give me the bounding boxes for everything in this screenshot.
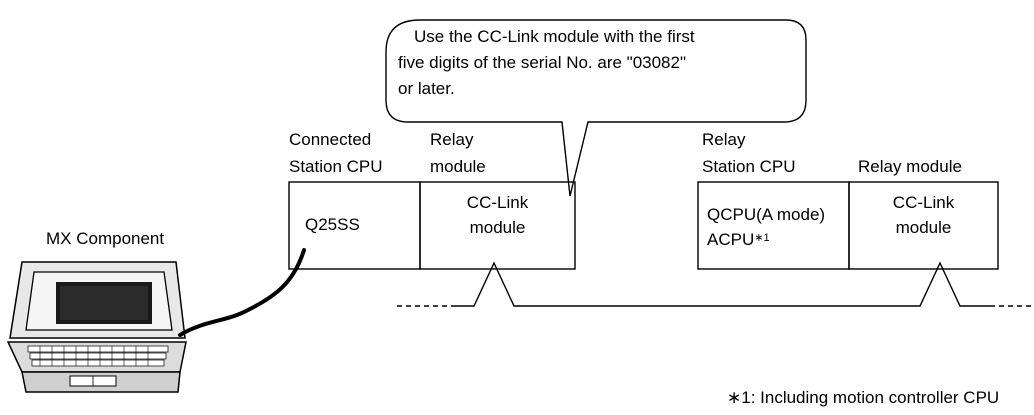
connected-station-header-1: Connected [289,130,372,149]
footnote-mark: ∗1 [754,232,770,244]
relay-module-left-header-2: module [430,157,486,176]
connected-station-header-2: Station CPU [289,157,383,176]
relay-station-cpu-line1: QCPU(A mode) [707,205,826,224]
callout-text-line1: Use the CC-Link module with the first [414,27,695,46]
footnote: ∗1: Including motion controller CPU [727,388,1000,407]
relay-station-cpu-box [697,181,850,270]
laptop-icon [6,261,187,393]
relay-station-cpu-line2-text: ACPU [707,230,755,249]
relay-module-left-header-1: Relay [430,130,474,149]
relay-module-right-body-2: module [895,218,952,237]
mx-component-label: MX Component [46,229,165,248]
connected-station-cpu-label: Q25SS [305,215,360,234]
relay-station-header-1: Relay [702,130,746,149]
relay-module-right-box [848,181,999,270]
relay-module-right-body-1: CC-Link [892,193,955,212]
callout-bubble [385,19,807,197]
relay-module-left-body-1: CC-Link [466,193,529,212]
relay-module-right-header: Relay module [858,157,962,176]
relay-module-left-body-2: module [469,218,526,237]
callout-text-line3: or later. [398,79,455,98]
network-line [452,261,990,307]
relay-station-cpu-line2: ACPU∗1 [707,230,770,250]
cable [178,248,306,337]
callout-text-line2: five digits of the serial No. are "03082… [398,53,687,72]
relay-station-header-2: Station CPU [702,157,796,176]
